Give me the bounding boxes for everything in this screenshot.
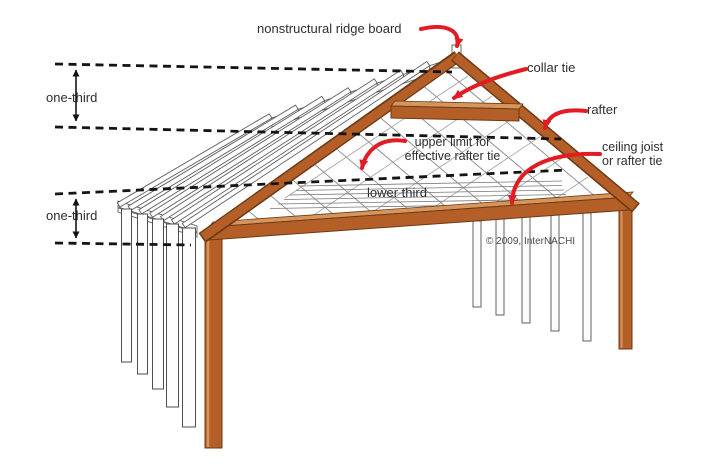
roof-plane — [116, 56, 457, 238]
label-ceiling-joist-line1: ceiling joist — [602, 140, 664, 154]
label-lower-third: lower third — [367, 185, 427, 200]
callout-arrows — [359, 25, 602, 205]
label-ceiling-joist: ceiling joist or rafter tie — [602, 140, 663, 168]
arrow-rafter — [542, 108, 588, 130]
arrow-ridge-board — [419, 25, 464, 48]
arrow-ceiling-joist — [507, 151, 602, 205]
label-upper-limit-line2: effective rafter tie — [404, 149, 501, 163]
dashed-line-bottom — [54, 241, 192, 247]
front-left-post — [204, 232, 223, 449]
dashed-level-lines — [54, 62, 568, 247]
arrow-collar-tie — [452, 67, 528, 100]
interior-posts — [472, 212, 592, 342]
label-upper-limit: upper limit for effective rafter tie — [385, 135, 520, 163]
right-rafter-beam — [451, 51, 640, 213]
label-ridge-board: nonstructural ridge board — [257, 21, 402, 36]
copyright-notice: © 2009, InterNACHI — [486, 236, 576, 247]
white-rafters — [116, 60, 431, 229]
left-rafter-beam — [198, 51, 462, 243]
label-collar-tie: collar tie — [527, 60, 576, 75]
arrow-upper-limit — [359, 138, 407, 170]
gable-frame — [198, 44, 640, 449]
label-one-third-bottom: one-third — [46, 208, 98, 223]
left-posts — [121, 208, 196, 428]
dashed-line-top — [54, 62, 453, 74]
label-ceiling-joist-line2: or rafter tie — [602, 154, 663, 168]
label-one-third-top: one-third — [46, 90, 98, 105]
dashed-line-second — [54, 125, 562, 141]
collar-tie-beam — [390, 100, 524, 122]
label-upper-limit-line1: upper limit for — [414, 135, 491, 149]
label-rafter: rafter — [587, 102, 618, 117]
front-right-post — [618, 204, 633, 350]
dashed-line-upper-limit — [54, 168, 568, 196]
ceiling-joist-lines — [269, 180, 575, 209]
